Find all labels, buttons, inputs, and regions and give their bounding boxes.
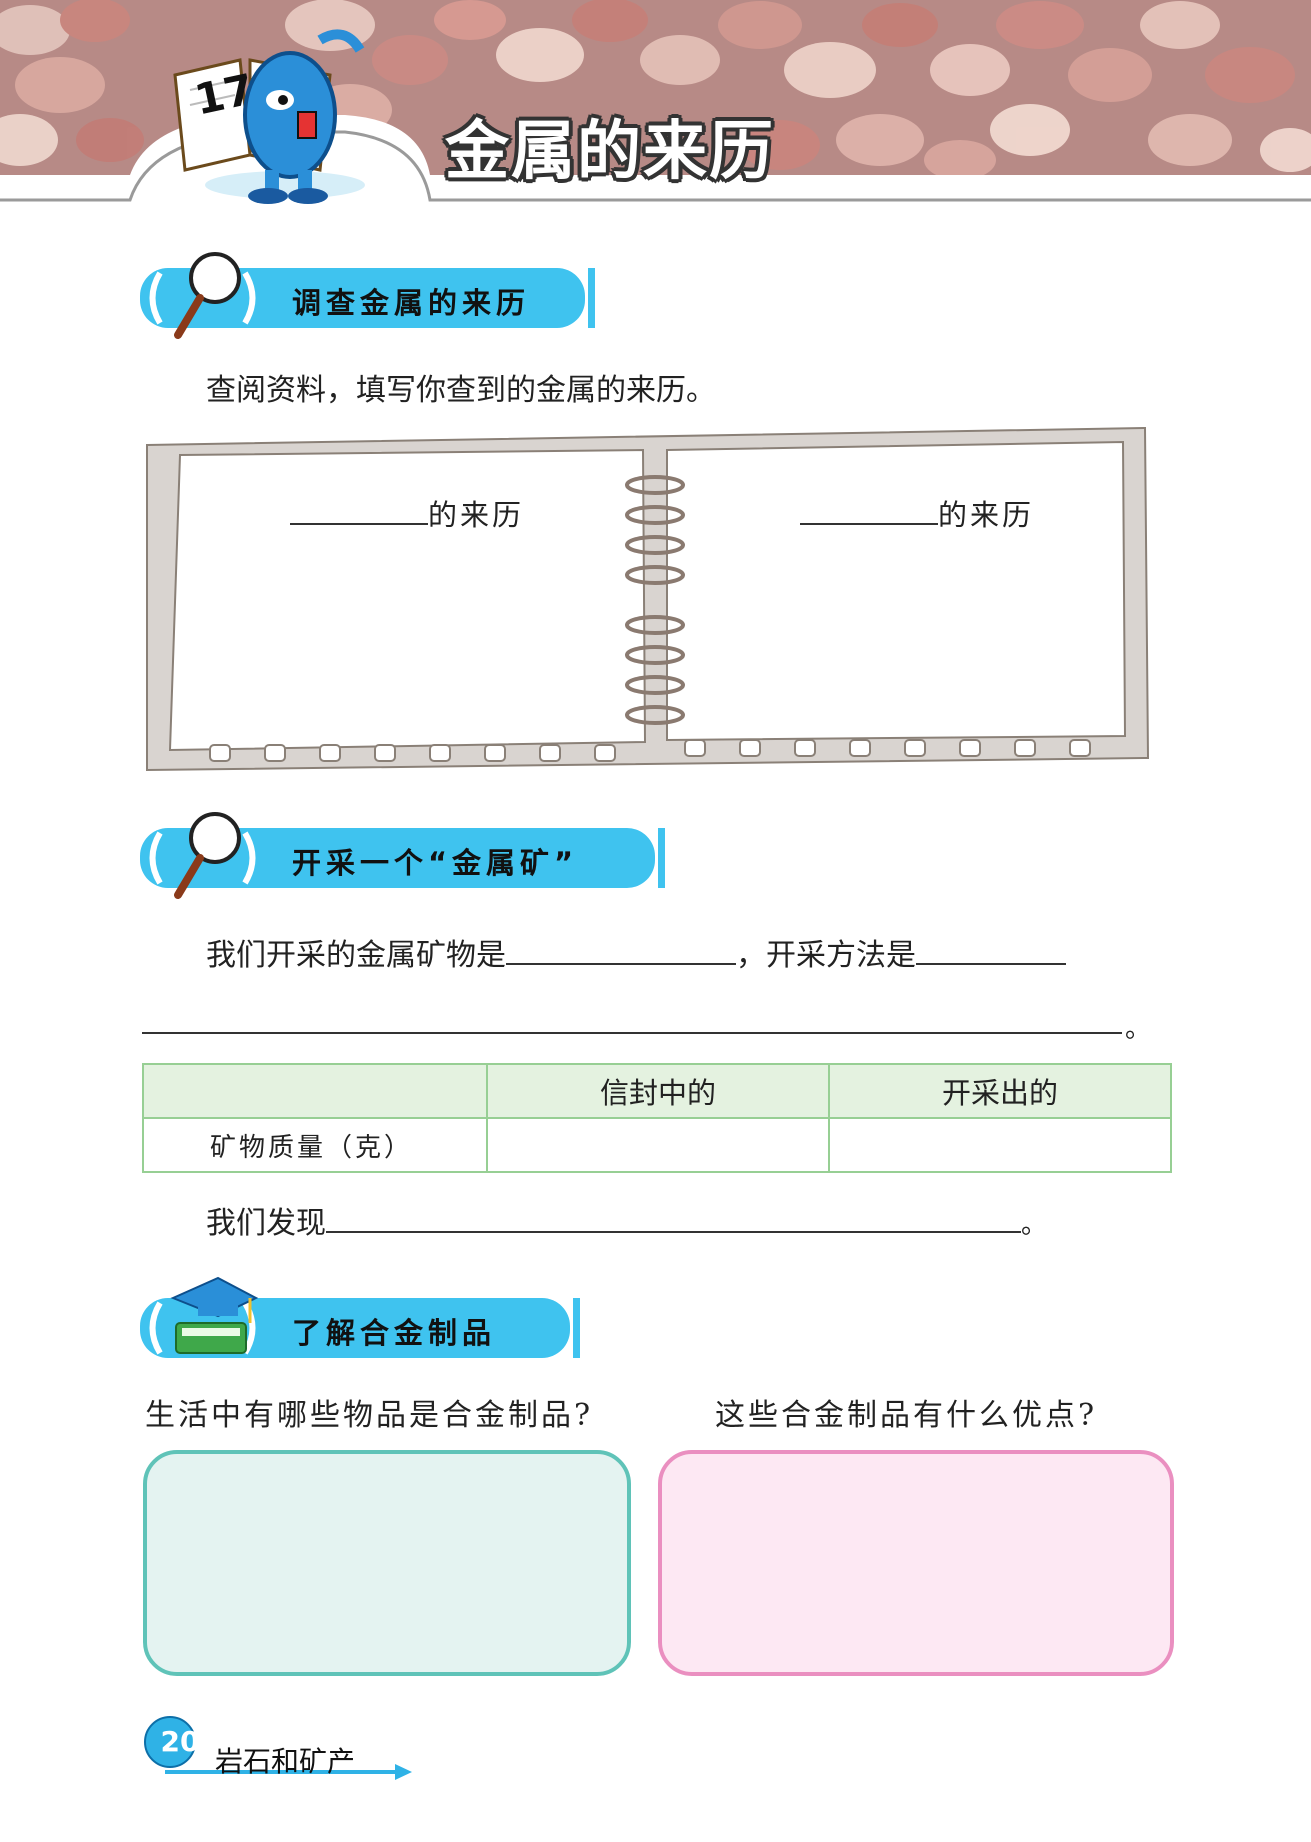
table-header-mined: 开采出的 xyxy=(828,1063,1172,1119)
finding-blank[interactable] xyxy=(326,1201,1021,1233)
table-header-empty xyxy=(142,1063,488,1119)
magnifier-icon xyxy=(174,812,241,899)
finding-sentence: 我们发现。 xyxy=(206,1198,1047,1242)
alloy-advantages-answer-box[interactable] xyxy=(658,1450,1174,1676)
section-header-mining: 开采一个“金属矿” xyxy=(140,812,665,899)
mineral-mass-table: 信封中的 开采出的 矿物质量（克） xyxy=(142,1063,1172,1173)
mineral-blank[interactable] xyxy=(506,933,736,965)
mining-sentence: 我们开采的金属矿物是，开采方法是 xyxy=(206,930,1066,974)
method-continuation-blank[interactable] xyxy=(142,1032,1122,1034)
notebook-illustration xyxy=(146,426,1150,772)
table-header-envelope: 信封中的 xyxy=(486,1063,830,1119)
alloy-question-left: 生活中有哪些物品是合金制品? xyxy=(145,1398,594,1433)
graduation-cap-icon xyxy=(170,1276,258,1354)
footer-decoration xyxy=(144,1716,412,1780)
table-cell-envelope-mass[interactable] xyxy=(486,1117,830,1173)
notebook-tabs xyxy=(209,739,1091,762)
alloy-question-right: 这些合金制品有什么优点? xyxy=(715,1398,1098,1433)
section-bar-shape xyxy=(140,268,595,328)
section-bar-shape xyxy=(140,1298,580,1358)
right-metal-label: 的来历 xyxy=(800,492,1034,534)
section-bar-shape xyxy=(140,828,665,888)
section-title: 开采一个“金属矿” xyxy=(292,846,579,880)
page-number: 20 xyxy=(160,1725,200,1758)
section-header-survey: 调查金属的来历 xyxy=(140,252,595,339)
spiral-rings xyxy=(625,475,685,725)
left-metal-label: 的来历 xyxy=(290,492,524,534)
mascot-illustration xyxy=(173,29,365,204)
unit-title: 岩石和矿产 xyxy=(215,1745,356,1778)
right-metal-blank[interactable] xyxy=(800,499,938,525)
table-cell-mined-mass[interactable] xyxy=(828,1117,1172,1173)
lesson-title: 金属的来历 xyxy=(445,115,775,189)
section-title: 调查金属的来历 xyxy=(292,286,531,320)
alloy-items-answer-box[interactable] xyxy=(143,1450,631,1676)
section-header-alloy: 了解合金制品 xyxy=(140,1276,580,1358)
header-banner: 17 金属的来历 xyxy=(0,0,1311,205)
section-title: 了解合金制品 xyxy=(292,1316,497,1350)
table-row-label: 矿物质量（克） xyxy=(142,1117,488,1173)
sentence-end-mark: 。 xyxy=(1125,1014,1152,1044)
survey-prompt: 查阅资料，填写你查到的金属的来历。 xyxy=(206,373,716,408)
method-blank[interactable] xyxy=(916,933,1066,965)
magnifier-icon xyxy=(174,252,241,339)
left-metal-blank[interactable] xyxy=(290,499,428,525)
